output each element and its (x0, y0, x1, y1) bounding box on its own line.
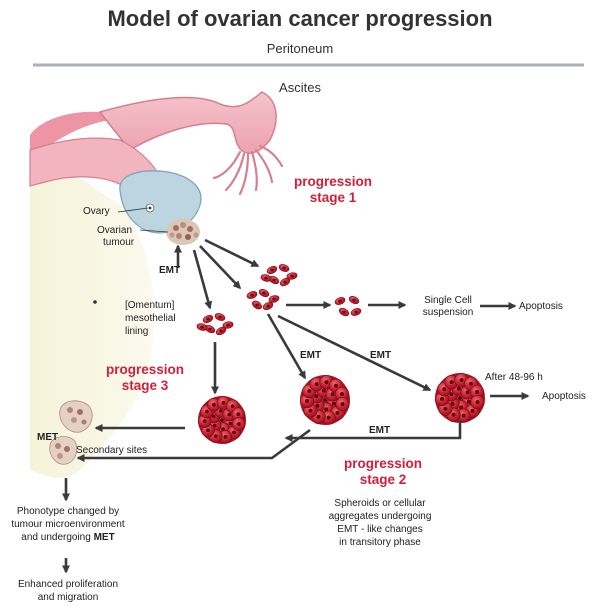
spheroids-line1: Spheroids or cellular (334, 498, 426, 509)
phenotype-line3: and undergoing MET (6, 531, 130, 544)
ovary-dot (148, 206, 152, 210)
arrow-tumour-to-cluster-a (204, 238, 260, 268)
emt-label-2: EMT (300, 350, 322, 361)
enhanced-line2: and migration (37, 592, 99, 603)
emt-label-4: EMT (369, 425, 391, 436)
ascites-label: Ascites (279, 80, 321, 95)
peritoneal-cavity (30, 140, 154, 478)
stage2-title: progression stage 2 (318, 456, 448, 488)
ovarian-tumour-label-2: tumour (103, 237, 135, 248)
page-title: Model of ovarian cancer progression (107, 6, 493, 31)
arrow-tumour-to-cluster-b (199, 245, 242, 290)
fallopian-tube (98, 91, 277, 154)
single-cell-label-2: suspension (422, 307, 474, 318)
phenotype-line3a: and undergoing (21, 532, 94, 543)
ovarian-tumour-label-1: Ovarian (97, 225, 133, 236)
arrow-tumour-to-cluster-c (192, 249, 213, 310)
secondary-site-upper (59, 400, 93, 433)
phenotype-line3b: MET (93, 532, 115, 543)
apoptosis-label-1: Apoptosis (519, 301, 563, 312)
apoptosis-label-2: Apoptosis (542, 391, 586, 402)
peritoneum-label: Peritoneum (266, 41, 334, 56)
enhanced-caption: Enhanced proliferation and migration (6, 578, 130, 604)
enhanced-line1: Enhanced proliferation (17, 579, 119, 590)
omentum-label-1: [Omentum] (125, 300, 175, 311)
secondary-sites-label: Secondary sites (76, 445, 148, 456)
stage3-title: progression stage 3 (80, 362, 210, 394)
ovary-leader (117, 207, 149, 213)
spheroids-caption: Spheroids or cellular aggregates undergo… (305, 497, 455, 549)
omentum-dot (93, 300, 97, 304)
spheroid-mid (299, 374, 350, 425)
emt-label-1: EMT (159, 265, 181, 276)
spheroid-stage3 (197, 395, 246, 444)
uterus-edge (30, 111, 110, 160)
spheroid-right (434, 372, 485, 423)
met-label: MET (37, 432, 59, 443)
arrow-cluster-to-spheroid-right (277, 314, 432, 392)
arrow-emt-return (284, 420, 462, 442)
omentum-label-3: lining (125, 326, 149, 337)
stage1-line1: progression (293, 174, 372, 189)
stage3-line2: stage 3 (121, 378, 169, 393)
arrow-spheroid-to-sites (76, 428, 311, 462)
cell-cluster-a (260, 264, 298, 287)
emt-label-3: EMT (370, 350, 392, 361)
arrow-cluster-to-spheroid-mid (266, 313, 307, 380)
secondary-site-lower (49, 436, 78, 465)
after-hours-label: After 48-96 h (485, 372, 543, 383)
phenotype-line1: Phonotype changed by (16, 506, 120, 517)
ovary-label: Ovary (83, 206, 110, 217)
stage3-line1: progression (105, 362, 184, 377)
stage2-line2: stage 2 (359, 472, 407, 487)
cell-cluster-c (196, 313, 234, 336)
phenotype-caption: Phonotype changed by tumour microenviron… (6, 505, 130, 544)
stage1-line2: stage 1 (309, 190, 357, 205)
ovary (119, 170, 202, 234)
spheroids-line2: aggregates undergoing (328, 511, 432, 522)
omentum-label-2: mesothelial (125, 313, 176, 324)
single-cell-label-1: Single Cell (424, 295, 472, 306)
cell-cluster-b (246, 288, 280, 311)
stage2-line1: progression (343, 456, 422, 471)
stage1-title: progression stage 1 (268, 174, 398, 206)
cells-layer (196, 264, 485, 444)
phenotype-line2: tumour microenvironment (11, 519, 125, 530)
spheroids-line3: EMT - like changes (337, 524, 423, 535)
spheroids-line4: in transitory phase (339, 537, 421, 548)
ovarian-tumour (166, 219, 200, 245)
tumour-leader (139, 229, 169, 233)
fimbriae (212, 144, 284, 196)
single-cell-group (334, 295, 362, 317)
